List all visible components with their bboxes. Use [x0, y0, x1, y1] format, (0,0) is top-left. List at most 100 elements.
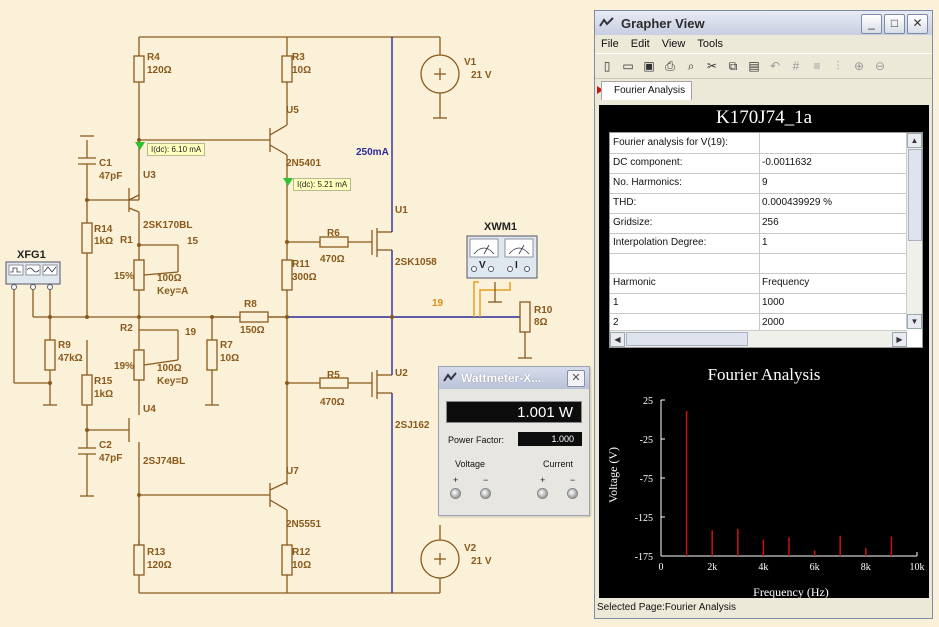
voltage-minus-terminal[interactable] [480, 488, 491, 499]
x-tick-label: 0 [659, 562, 664, 573]
u2-ref: U2 [395, 368, 408, 379]
r15-ref: R15 [94, 376, 113, 387]
r10-value: 8Ω [534, 317, 548, 328]
grapher-page: K170J74_1a Fourier analysis for V(19): D… [599, 105, 929, 598]
tab-fourier-analysis[interactable]: Fourier Analysis [601, 81, 693, 100]
table-cell: 1 [762, 237, 768, 248]
current-probe-2[interactable]: I(dc): 5.21 mA [293, 178, 352, 191]
current-minus-terminal[interactable] [567, 488, 578, 499]
current-probe-1[interactable]: I(dc): 6.10 mA [147, 143, 206, 156]
vertical-scrollbar[interactable]: ▲ ▼ [906, 133, 922, 329]
r15-value: 1kΩ [94, 389, 113, 400]
table-row: Gridsize: 256 [610, 213, 907, 234]
vertical-scroll-thumb[interactable] [908, 149, 922, 241]
scroll-down-icon[interactable]: ▼ [907, 314, 922, 329]
save-icon[interactable]: ▣ [643, 59, 655, 73]
grid-icon[interactable]: # [792, 59, 800, 73]
x-tick-label: 10k [910, 562, 925, 573]
cursors-icon[interactable]: ⫶ [836, 59, 840, 73]
table-cell: -0.0011632 [762, 157, 812, 168]
r13-ref: R13 [147, 547, 166, 558]
c2-value: 47pF [99, 453, 122, 464]
u1-part: 2SK1058 [395, 257, 437, 268]
menu-tools[interactable]: Tools [697, 38, 724, 50]
grapher-titlebar[interactable]: Grapher View _ □ ✕ [595, 11, 932, 35]
r3-ref: R3 [292, 52, 305, 63]
y-tick-label: -175 [635, 552, 653, 563]
legend-icon[interactable]: ≡ [813, 59, 821, 73]
xwm1-v-label: V [479, 260, 486, 271]
voltage-minus-label: − [483, 475, 489, 485]
c1-value: 47pF [99, 171, 122, 182]
fourier-chart[interactable]: Fourier Analysis Voltage (V) Frequency (… [599, 360, 929, 598]
r2-value: 100Ω [157, 363, 182, 374]
circuit-schematic[interactable]: R4 120Ω R3 10Ω U5 2N5401 C1 47pF U3 2SK1… [0, 0, 594, 627]
r2-node: 19 [185, 327, 197, 338]
v2-ref: V2 [464, 543, 477, 554]
horizontal-scrollbar[interactable]: ◀ ▶ [610, 330, 907, 347]
grapher-app-icon [599, 17, 614, 27]
close-icon[interactable]: ✕ [567, 370, 585, 387]
r1-key: Key=A [157, 286, 188, 297]
maximize-icon[interactable]: □ [884, 14, 905, 34]
menu-bar: File Edit View Tools [595, 35, 932, 53]
v1-value: 21 V [471, 70, 492, 81]
voltage-label: Voltage [455, 459, 486, 469]
open-icon[interactable]: ▭ [622, 59, 634, 73]
r5-value: 470Ω [320, 397, 345, 408]
grapher-view-window[interactable]: Grapher View _ □ ✕ File Edit View Tools … [594, 10, 933, 619]
minimize-icon[interactable]: _ [861, 14, 882, 34]
r12-ref: R12 [292, 547, 311, 558]
table-cell: Fourier analysis for V(19): [613, 137, 729, 148]
scroll-right-icon[interactable]: ▶ [892, 332, 907, 347]
print-icon[interactable]: ⎙ [665, 59, 675, 73]
menu-file[interactable]: File [601, 38, 619, 50]
table-cell: 0.000439929 % [762, 197, 833, 208]
undo-icon[interactable]: ↶ [769, 59, 781, 73]
wattmeter-titlebar[interactable]: Wattmeter-X... ✕ [439, 367, 589, 389]
voltage-plus-label: + [453, 475, 459, 485]
table-cell: Frequency [762, 277, 810, 288]
wattmeter-xwm1-symbol[interactable] [466, 235, 538, 279]
xwm1-i-label: I [515, 260, 518, 271]
r14-value: 1kΩ [94, 236, 113, 247]
r1-node: 15 [187, 236, 199, 247]
zoom-in-icon[interactable]: ⊕ [853, 59, 865, 73]
new-icon[interactable]: ▯ [603, 59, 611, 73]
voltage-plus-terminal[interactable] [450, 488, 461, 499]
close-icon[interactable]: ✕ [907, 14, 928, 34]
function-generator-xfg1[interactable] [5, 261, 61, 290]
wattmeter-window[interactable]: Wattmeter-X... ✕ 1.001 W Power Factor: 1… [438, 366, 590, 516]
table-cell: 2000 [762, 317, 785, 328]
print-preview-icon[interactable]: ⌕ [687, 59, 695, 73]
chart-bars [685, 410, 893, 556]
cut-icon[interactable]: ✂ [706, 59, 718, 73]
r3-value: 10Ω [292, 65, 311, 76]
copy-icon[interactable]: ⧉ [728, 59, 738, 73]
r1-ref: R1 [120, 235, 133, 246]
zoom-out-icon[interactable]: ⊖ [874, 59, 886, 73]
table-cell: Gridsize: [613, 217, 653, 228]
scroll-left-icon[interactable]: ◀ [610, 332, 625, 347]
y-tick-label: -25 [640, 435, 653, 446]
v1-ref: V1 [464, 57, 477, 68]
fourier-results-table[interactable]: Fourier analysis for V(19): DC component… [609, 132, 923, 348]
chart-ylabel: Voltage (V) [606, 447, 620, 503]
scroll-up-icon[interactable]: ▲ [907, 133, 922, 148]
page-tabs: Fourier Analysis [595, 79, 932, 100]
paste-icon[interactable]: ▤ [748, 59, 760, 73]
current-plus-terminal[interactable] [537, 488, 548, 499]
power-factor-value: 1.000 [518, 432, 582, 446]
toolbar: ▯ ▭ ▣ ⎙ ⌕ ✂ ⧉ ▤ ↶ # ≡ ⫶ ⊕ ⊖ [595, 53, 932, 79]
x-tick-label: 4k [758, 562, 768, 573]
menu-edit[interactable]: Edit [630, 38, 650, 50]
table-cell: No. Harmonics: [613, 177, 682, 188]
table-row: DC component:-0.0011632 [610, 153, 907, 174]
table-cell: 256 [762, 217, 779, 228]
u5-ref: U5 [286, 105, 299, 116]
y-tick-label: -125 [635, 513, 653, 524]
horizontal-scroll-thumb[interactable] [626, 332, 748, 346]
power-factor-label: Power Factor: [448, 435, 505, 445]
menu-view[interactable]: View [661, 38, 686, 50]
